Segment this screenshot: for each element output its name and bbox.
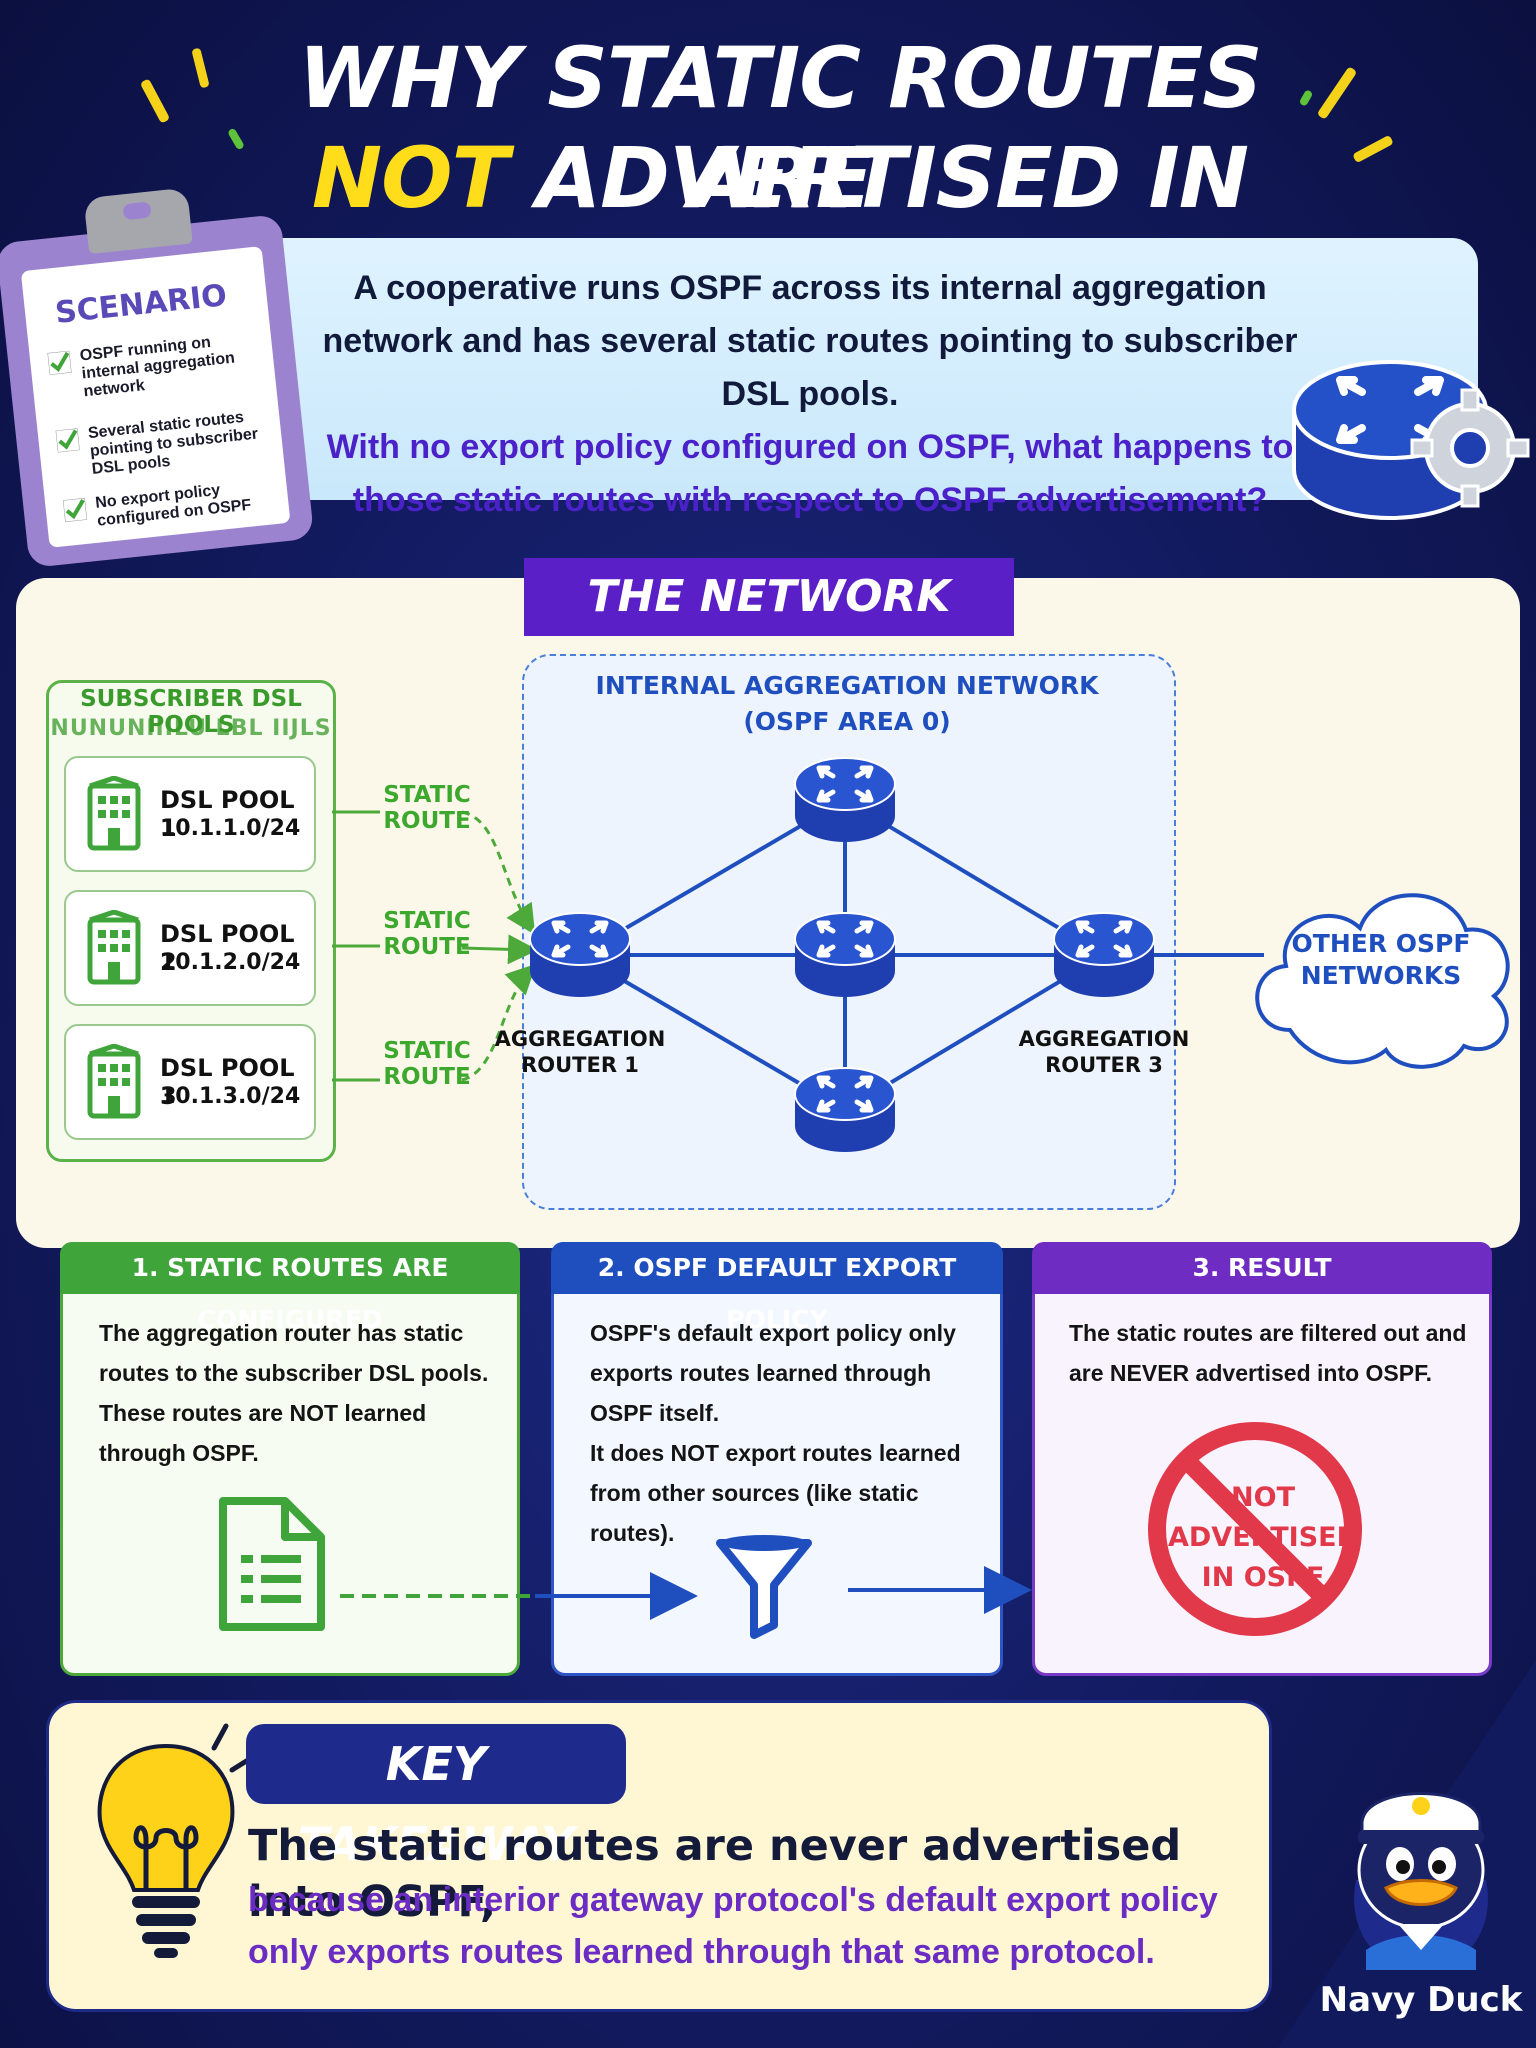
step-body: The static routes are filtered out and a… — [1069, 1320, 1467, 1386]
duck-mascot-icon — [1354, 1792, 1488, 1970]
check-icon — [47, 350, 72, 375]
no-entry-icon — [1148, 1422, 1362, 1636]
funnel-icon — [716, 1535, 812, 1639]
network-banner: THE NETWORK — [524, 558, 1014, 636]
network-topology — [332, 0, 1510, 1260]
dsl-pool-name: DSL POOL 1 — [160, 786, 295, 842]
step-card-result: 3. RESULT The static routes are filtered… — [1032, 1242, 1492, 1676]
not-advertised-stamp: NOT ADVERTISED IN OSPF — [1168, 1482, 1359, 1593]
title-highlight: NOT — [311, 129, 509, 227]
question-context: A cooperative runs OSPF across its inter… — [322, 269, 1298, 413]
question-text: A cooperative runs OSPF across its inter… — [300, 262, 1320, 527]
scenario-item: OSPF running on internal aggregation net… — [47, 328, 267, 404]
dsl-pool-prefix: 10.1.1.0/24 — [160, 816, 301, 841]
document-icon — [219, 1497, 325, 1631]
step-heading: 2. OSPF DEFAULT EXPORT POLICY — [551, 1242, 1003, 1334]
dsl-pools-heading: SUBSCRIBER DSL POOLS — [80, 686, 302, 738]
dsl-pool-card: DSL POOL 1 10.1.1.0/24 — [64, 756, 316, 872]
dsl-pool-name: DSL POOL 3 — [160, 1054, 295, 1110]
step-heading: 3. RESULT — [1032, 1242, 1492, 1294]
scenario-item: No export policy configured on OSPF — [62, 476, 282, 534]
building-icon — [87, 1044, 141, 1119]
scenario-clipboard: SCENARIO OSPF running on internal aggreg… — [0, 187, 315, 569]
lightbulb-icon — [97, 1723, 251, 1958]
clipboard-paper: SCENARIO OSPF running on internal aggreg… — [20, 246, 291, 548]
dsl-pool-card: DSL POOL 3 10.1.3.0/24 — [64, 1024, 316, 1140]
step-heading: 1. STATIC ROUTES ARE CONFIGURED — [60, 1242, 520, 1334]
takeaway-sub: because an interior gateway protocol's d… — [248, 1881, 1218, 1971]
dsl-pool-prefix: 10.1.2.0/24 — [160, 950, 301, 975]
building-icon — [87, 776, 141, 851]
step-body: OSPF's default export policy only export… — [590, 1320, 961, 1546]
brand-label: Navy Duck — [1319, 1980, 1523, 2020]
check-icon — [62, 497, 88, 523]
dsl-pool-name: DSL POOL 2 — [160, 920, 295, 976]
building-icon — [87, 910, 141, 985]
dsl-pools-heading-shadow: NUNUNIIILU LBL IIJLS — [50, 716, 332, 741]
takeaway-main: The static routes are never advertised i… — [248, 1821, 1182, 1927]
flow-arrows — [340, 1566, 1032, 1620]
dsl-pool-prefix: 10.1.3.0/24 — [160, 1084, 301, 1109]
router-icon — [1292, 360, 1530, 520]
question-box — [210, 238, 1478, 500]
check-icon — [55, 428, 80, 453]
scenario-item: Several static routes pointing to subscr… — [55, 406, 275, 482]
step-card-export-policy: 2. OSPF DEFAULT EXPORT POLICY OSPF's def… — [551, 1242, 1003, 1676]
cloud-icon — [1255, 893, 1510, 1069]
takeaway-badge: KEY TAKEAWAY — [246, 1724, 626, 1871]
dsl-pool-card: DSL POOL 2 10.1.2.0/24 — [64, 890, 316, 1006]
page-title-line1: WHY STATIC ROUTES ARE — [298, 29, 1262, 227]
gear-icon — [1410, 388, 1530, 508]
step-card-static-routes: 1. STATIC ROUTES ARE CONFIGURED The aggr… — [60, 1242, 520, 1676]
ospf-area-heading: INTERNAL AGGREGATION NETWORK (OSPF AREA … — [595, 671, 1099, 736]
step-body: The aggregation router has static routes… — [99, 1320, 489, 1466]
question-prompt: With no export policy configured on OSPF… — [326, 428, 1294, 519]
